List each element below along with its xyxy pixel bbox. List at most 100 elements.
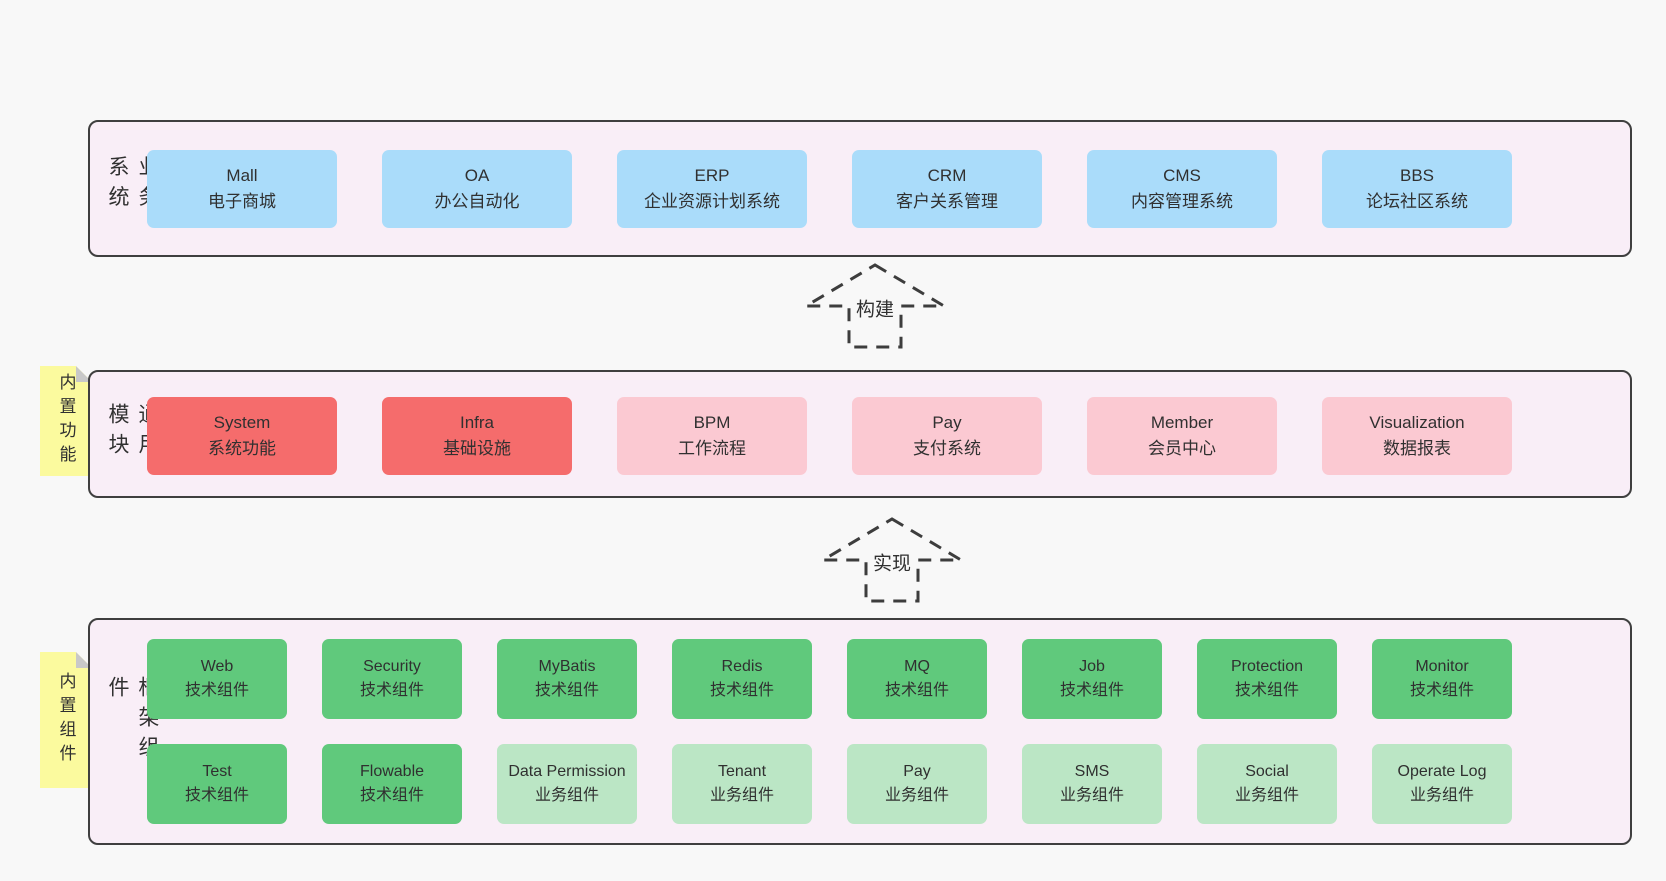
box-title: MQ	[904, 658, 930, 675]
box-title: BBS	[1399, 166, 1435, 185]
box-pay-module: Pay 支付系统	[852, 397, 1042, 475]
box-title: Monitor	[1415, 658, 1469, 675]
box-title: MyBatis	[538, 658, 596, 675]
box-subtitle: 技术组件	[709, 682, 774, 699]
layer-framework-components: 框架组件 Web 技术组件 Security 技术组件 MyBatis 技术组件…	[88, 618, 1632, 845]
box-subtitle: 业务组件	[884, 787, 949, 804]
box-flowable: Flowable 技术组件	[322, 744, 462, 824]
box-subtitle: 办公自动化	[434, 192, 520, 211]
box-subtitle: 企业资源计划系统	[644, 192, 780, 211]
box-title: CMS	[1163, 166, 1201, 185]
component-row-2: Test 技术组件 Flowable 技术组件 Data Permission …	[147, 744, 1512, 824]
box-crm: CRM 客户关系管理	[852, 150, 1042, 228]
box-subtitle: 业务组件	[1409, 787, 1474, 804]
component-rows: Web 技术组件 Security 技术组件 MyBatis 技术组件 Redi…	[147, 639, 1512, 824]
box-subtitle: 业务组件	[709, 787, 774, 804]
box-title: Redis	[721, 658, 763, 675]
box-subtitle: 电子商城	[208, 192, 276, 211]
box-title: Protection	[1230, 658, 1304, 675]
layer-business-systems: 业务系统 Mall 电子商城 OA 办公自动化 ERP 企业资源计划系统 CRM…	[88, 120, 1632, 257]
box-erp: ERP 企业资源计划系统	[617, 150, 807, 228]
box-subtitle: 论坛社区系统	[1366, 192, 1468, 211]
box-test: Test 技术组件	[147, 744, 287, 824]
box-visualization: Visualization 数据报表	[1322, 397, 1512, 475]
box-subtitle: 数据报表	[1383, 439, 1451, 458]
box-title: Flowable	[359, 763, 425, 780]
box-subtitle: 技术组件	[1059, 682, 1124, 699]
sticky-note-builtin-components: 内置组件	[40, 652, 92, 788]
box-member: Member 会员中心	[1087, 397, 1277, 475]
box-title: BPM	[693, 413, 731, 432]
box-title: Operate Log	[1397, 763, 1487, 780]
box-subtitle: 业务组件	[1234, 787, 1299, 804]
box-subtitle: 技术组件	[884, 682, 949, 699]
box-title: OA	[464, 166, 490, 185]
sticky-note-text: 内置功能	[56, 373, 76, 469]
box-subtitle: 会员中心	[1148, 439, 1216, 458]
box-title: CRM	[927, 166, 967, 185]
box-subtitle: 内容管理系统	[1131, 192, 1233, 211]
sticky-note-builtin-features: 内置功能	[40, 366, 92, 476]
box-title: Security	[363, 658, 421, 675]
dashed-up-arrow-icon	[803, 263, 947, 349]
box-subtitle: 业务组件	[534, 787, 599, 804]
box-redis: Redis 技术组件	[672, 639, 812, 719]
box-title: Tenant	[717, 763, 767, 780]
box-title: System	[213, 413, 271, 432]
arrow-implement: 实现	[820, 516, 964, 604]
box-operate-log: Operate Log 业务组件	[1372, 744, 1512, 824]
box-title: ERP	[694, 166, 730, 185]
box-title: Social	[1245, 763, 1289, 780]
dashed-up-arrow-icon	[820, 517, 964, 603]
arrow-build: 构建	[803, 262, 947, 350]
component-row-1: Web 技术组件 Security 技术组件 MyBatis 技术组件 Redi…	[147, 639, 1512, 719]
box-title: Pay	[932, 413, 962, 432]
box-title: Test	[202, 763, 232, 780]
box-mall: Mall 电子商城	[147, 150, 337, 228]
box-title: SMS	[1074, 763, 1110, 780]
box-title: Infra	[459, 413, 495, 432]
box-job: Job 技术组件	[1022, 639, 1162, 719]
box-social: Social 业务组件	[1197, 744, 1337, 824]
box-subtitle: 系统功能	[208, 439, 276, 458]
business-boxes: Mall 电子商城 OA 办公自动化 ERP 企业资源计划系统 CRM 客户关系…	[147, 150, 1512, 228]
box-protection: Protection 技术组件	[1197, 639, 1337, 719]
box-title: Member	[1150, 413, 1214, 432]
sticky-note-text: 内置组件	[56, 672, 76, 768]
box-web: Web 技术组件	[147, 639, 287, 719]
box-infra: Infra 基础设施	[382, 397, 572, 475]
box-subtitle: 技术组件	[359, 682, 424, 699]
box-title: Web	[200, 658, 234, 675]
box-cms: CMS 内容管理系统	[1087, 150, 1277, 228]
arrow-build-label: 构建	[852, 293, 898, 323]
box-security: Security 技术组件	[322, 639, 462, 719]
box-bpm: BPM 工作流程	[617, 397, 807, 475]
box-subtitle: 技术组件	[184, 787, 249, 804]
box-title: Data Permission	[508, 763, 626, 780]
box-title: Job	[1079, 658, 1105, 675]
box-pay-component: Pay 业务组件	[847, 744, 987, 824]
box-subtitle: 基础设施	[443, 439, 511, 458]
box-subtitle: 技术组件	[534, 682, 599, 699]
module-boxes: System 系统功能 Infra 基础设施 BPM 工作流程 Pay 支付系统…	[147, 397, 1512, 475]
box-subtitle: 技术组件	[184, 682, 249, 699]
arrow-implement-label: 实现	[869, 547, 915, 577]
box-mq: MQ 技术组件	[847, 639, 987, 719]
box-title: Mall	[226, 166, 258, 185]
box-subtitle: 支付系统	[913, 439, 981, 458]
box-bbs: BBS 论坛社区系统	[1322, 150, 1512, 228]
box-subtitle: 工作流程	[678, 439, 746, 458]
box-subtitle: 业务组件	[1059, 787, 1124, 804]
box-data-permission: Data Permission 业务组件	[497, 744, 637, 824]
box-subtitle: 技术组件	[1234, 682, 1299, 699]
box-mybatis: MyBatis 技术组件	[497, 639, 637, 719]
box-title: Pay	[903, 763, 931, 780]
box-oa: OA 办公自动化	[382, 150, 572, 228]
box-title: Visualization	[1369, 413, 1465, 432]
box-system: System 系统功能	[147, 397, 337, 475]
box-subtitle: 技术组件	[359, 787, 424, 804]
box-sms: SMS 业务组件	[1022, 744, 1162, 824]
box-subtitle: 客户关系管理	[896, 192, 998, 211]
layer-common-modules: 通用模块 System 系统功能 Infra 基础设施 BPM 工作流程 Pay…	[88, 370, 1632, 498]
